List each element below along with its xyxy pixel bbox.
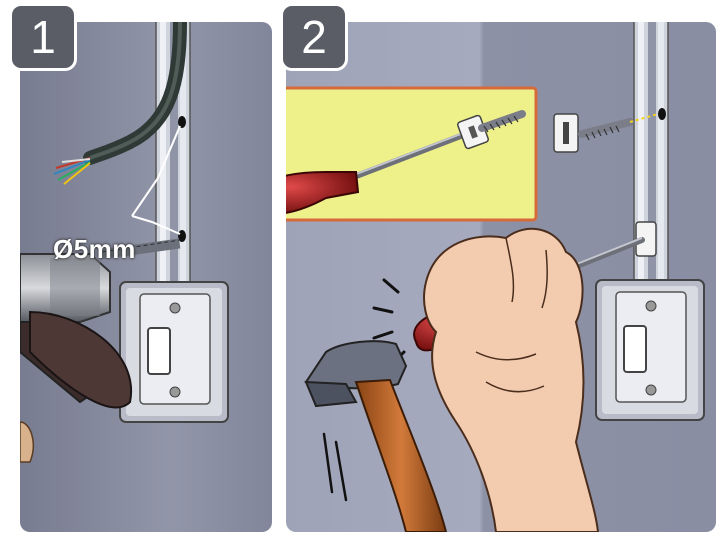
step-1-panel: . Ø5mm: [20, 22, 272, 532]
step-2-illustration: [286, 22, 716, 532]
step-2-badge: 2: [283, 6, 345, 68]
light-switch-icon: [596, 280, 704, 420]
inset-detail: [286, 88, 536, 220]
light-switch-icon: [120, 282, 228, 422]
step-1-badge: 1: [12, 6, 74, 68]
step-2-panel: [286, 22, 716, 532]
drill-diameter-label: Ø5mm: [53, 234, 136, 265]
step-1-illustration: .: [20, 22, 272, 532]
